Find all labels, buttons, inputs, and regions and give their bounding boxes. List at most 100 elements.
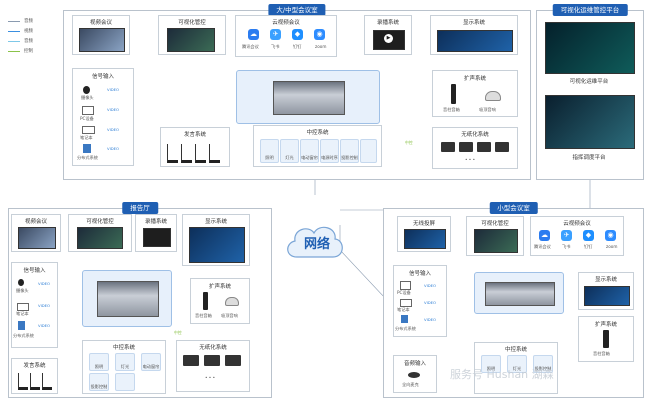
signal-input-label: 信号输入 — [23, 268, 46, 274]
video-conf-screen — [79, 28, 125, 52]
cc-tile-more — [360, 139, 377, 163]
cc-tile-light: 灯光 — [115, 353, 135, 371]
signal-item-label: 笔记本 — [397, 307, 410, 312]
legend-line-audio2 — [8, 41, 20, 42]
display-box: 显示系统 — [430, 15, 518, 55]
signal-tag: VIDEO — [107, 127, 120, 132]
cc-item-label: 投影控制 — [534, 366, 552, 371]
signal-item-label: 分布式系统 — [395, 326, 416, 331]
cc-tile-light: 灯光 — [280, 139, 299, 163]
distributed-system-icon — [83, 144, 91, 153]
wireless-system-label: 无纸化系统 — [199, 345, 227, 351]
signal-tag: VIDEO — [38, 303, 51, 308]
network-cloud-icon — [287, 226, 343, 258]
av-matrix-device — [485, 282, 555, 306]
signal-item-label: 分布式系统 — [13, 333, 34, 338]
central-control-label: 中控系统 — [306, 130, 329, 136]
signal-tag: VIDEO — [424, 300, 437, 305]
cloud-app-label: 飞书 — [271, 44, 280, 49]
visual-control-screen — [77, 227, 123, 249]
report-video-conf-box: 视频会议 — [11, 214, 61, 252]
microphone-icon — [209, 144, 220, 163]
speech-system-label: 发言系统 — [183, 132, 206, 138]
display-label: 显示系统 — [204, 219, 227, 225]
report-matrix-hub — [82, 270, 172, 327]
cloud-app-label: zoom — [315, 44, 327, 49]
camera-icon — [83, 86, 90, 94]
cloud-app-label: 腾讯会议 — [242, 44, 259, 49]
visual-control-screen — [474, 229, 518, 253]
report-central-control-box: 中控系统 照明 灯光 电动窗帘 投影控制 — [82, 340, 166, 394]
signal-tag: VIDEO — [424, 283, 437, 288]
visual-control-label: 可视化管控 — [481, 221, 509, 227]
pc-icon — [82, 106, 94, 115]
legend-line-video — [8, 31, 20, 32]
cloud-app-label: 钉钉 — [584, 244, 593, 249]
cc-tile-curtain: 电动窗帘 — [300, 139, 319, 163]
cloud-video-box: 云视频会议 ☁ ✈ ◆ ◉ 腾讯会议 飞书 钉钉 zoom — [235, 15, 337, 57]
amp-item-label: 吸顶音响 — [479, 107, 496, 112]
legend-line-audio — [8, 21, 20, 22]
cloud-app-label: 腾讯会议 — [534, 244, 551, 249]
audio-input-label: 音频输入 — [403, 361, 426, 367]
amplify-system-label: 扩声系统 — [208, 284, 231, 290]
zoom-icon: ◉ — [314, 29, 325, 40]
amplify-system-label: 扩声系统 — [594, 322, 617, 328]
microphone-icon — [18, 373, 28, 390]
signal-item-label: 分布式系统 — [77, 155, 98, 160]
ellipsis: • • • — [205, 375, 216, 380]
video-conf-box: 视频会议 — [72, 15, 130, 55]
signal-tag: VIDEO — [107, 146, 120, 151]
report-amplify-box: 扩声系统 音柱音箱 吸顶音响 — [190, 278, 250, 324]
large-room-matrix-hub — [236, 70, 380, 124]
cloud-video-label: 云视频会议 — [272, 20, 300, 26]
laptop-icon — [82, 126, 95, 134]
zoom-icon: ◉ — [605, 230, 616, 241]
report-display-box: 显示系统 — [182, 214, 250, 266]
wireless-cast-label: 无线投屏 — [412, 221, 435, 227]
large-room-title: 大/中型会议室 — [268, 4, 326, 16]
small-room-matrix-hub — [474, 272, 564, 314]
cc-item-label: 照明 — [486, 366, 496, 371]
small-room-title: 小型会议室 — [489, 202, 538, 214]
ellipsis: • • • — [465, 157, 476, 162]
visual-control-label: 可视化管控 — [178, 20, 206, 26]
cc-item-label: 灯光 — [120, 364, 130, 369]
paperless-terminal-icon — [225, 355, 241, 366]
signal-input-label: 信号输入 — [91, 74, 114, 80]
ceiling-speaker-icon — [225, 297, 239, 306]
legend-label: 音频 — [24, 19, 33, 24]
microphone-icon — [42, 373, 52, 390]
small-visual-control-box: 可视化管控 — [466, 216, 524, 256]
report-hall-title: 报告厅 — [122, 202, 158, 214]
signal-input-label: 信号输入 — [408, 271, 431, 277]
signal-item-label: 笔记本 — [16, 311, 29, 316]
small-central-control-box: 中控系统 照明 灯光 投影控制 — [474, 342, 558, 394]
central-control-label: 中控系统 — [504, 347, 527, 353]
recording-device — [143, 228, 171, 247]
ops-platform-label: 可视化运维平台 — [569, 79, 609, 85]
video-conf-label: 视频会议 — [89, 20, 112, 26]
small-cloud-video-box: 云视频会议 ☁ ✈ ◆ ◉ 腾讯会议 飞书 钉钉 zoom — [530, 216, 624, 256]
feishu-icon: ✈ — [561, 230, 572, 241]
audio-item-label: 全向麦克 — [402, 382, 419, 387]
signal-item-label: 摄像头 — [16, 288, 29, 293]
cc-item-label: 电源时序 — [321, 155, 338, 160]
amp-item-label: 音柱音箱 — [443, 107, 460, 112]
distributed-system-icon — [18, 321, 25, 330]
tencent-meeting-icon: ☁ — [539, 230, 550, 241]
microphone-icon — [167, 144, 178, 163]
microphone-icon — [195, 144, 206, 163]
paperless-terminal-icon — [204, 355, 220, 366]
tencent-meeting-icon: ☁ — [248, 29, 259, 40]
amp-item-label: 音柱音箱 — [195, 313, 212, 318]
signal-tag: VIDEO — [424, 317, 437, 322]
amp-item-label: 吸顶音响 — [221, 313, 238, 318]
central-control-box: 中控系统 照明 灯光 电动窗帘 电源时序 投影控制 — [253, 125, 382, 167]
pc-icon — [400, 281, 411, 290]
cc-tile-lighting: 照明 — [89, 353, 109, 371]
wireless-system-label: 无纸化系统 — [461, 132, 489, 138]
cc-item-label: 电动窗帘 — [142, 364, 160, 369]
signal-tag: VIDEO — [107, 87, 120, 92]
signal-item-label: PC设备 — [80, 116, 94, 121]
